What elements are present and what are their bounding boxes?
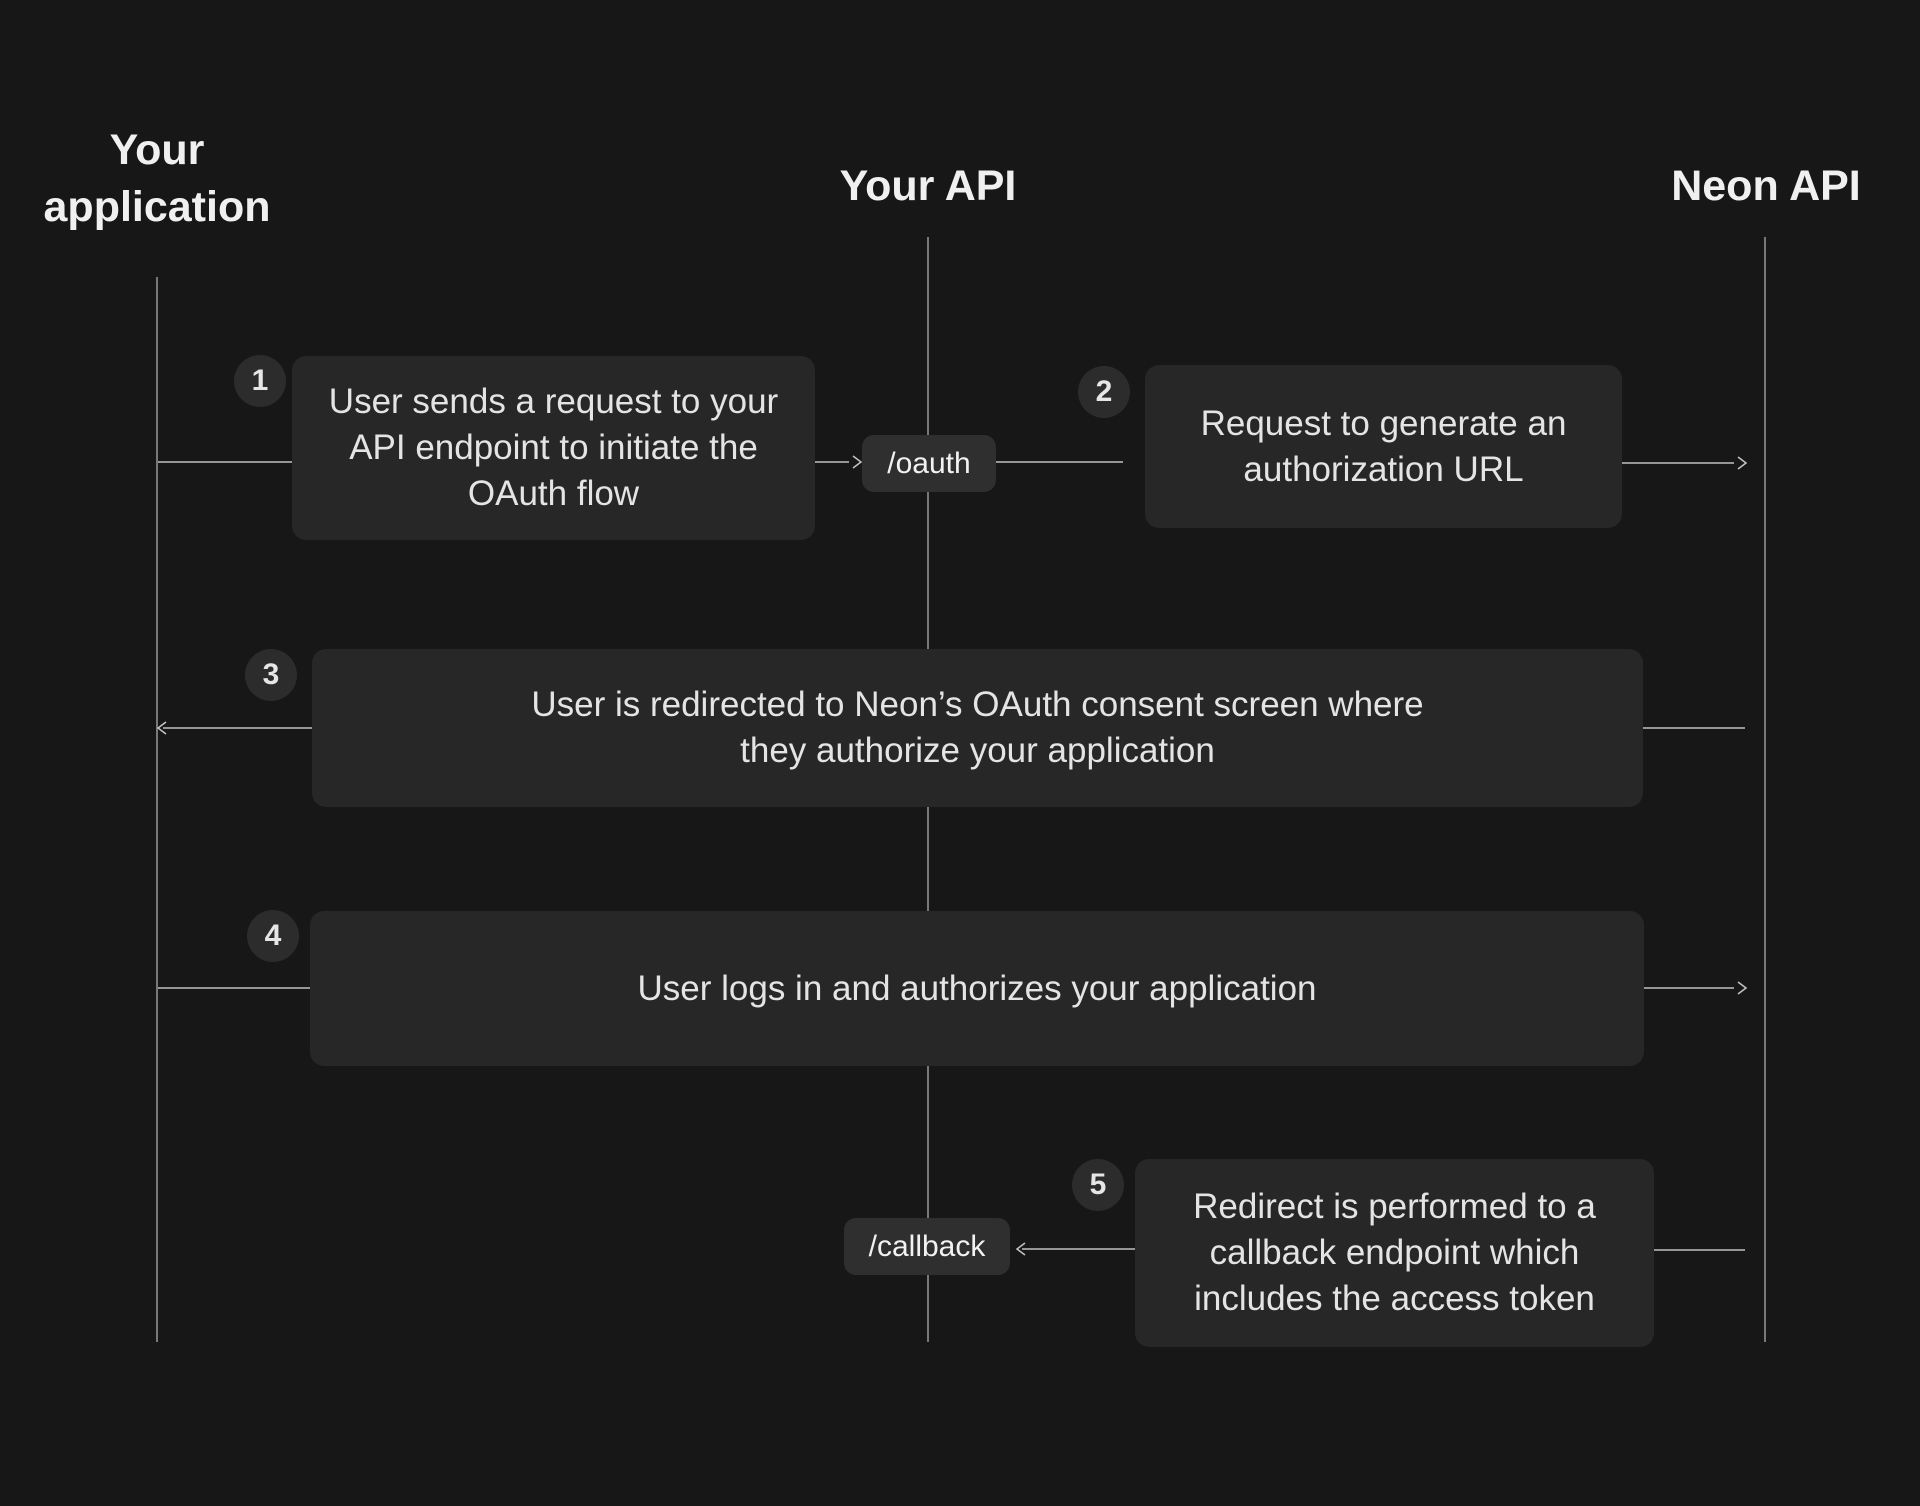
arrowhead-left-icon: [156, 721, 167, 735]
actor-label-your-api: Your API: [839, 162, 1017, 210]
step-4-badge: 4: [247, 910, 299, 962]
step-4-line-left: [158, 987, 310, 989]
step-1-text-line-2: API endpoint to initiate the: [349, 428, 758, 467]
step-2-badge: 2: [1078, 366, 1130, 418]
step-1-badge: 1: [234, 355, 286, 407]
step-2-text-line-2: authorization URL: [1243, 449, 1524, 489]
lifeline-your-application: [156, 277, 158, 1342]
step-2-text-line-1: Request to generate an: [1200, 403, 1567, 443]
step-3-line-arrow: [163, 727, 312, 729]
step-4-text-line-1: User logs in and authorizes your applica…: [637, 968, 1317, 1008]
step-5-line-arrow: [1022, 1248, 1135, 1250]
endpoint-callback-chip: /callback: [844, 1218, 1010, 1275]
step-2-line-arrow: [1622, 462, 1734, 464]
actor-label-neon-api: Neon API: [1671, 162, 1861, 210]
step-2-message-box: Request to generate an authorization URL: [1145, 365, 1622, 528]
arrowhead-right-icon: [1737, 456, 1748, 470]
step-1-line-right: [996, 461, 1123, 463]
step-3-line-right: [1643, 727, 1745, 729]
arrowhead-left-icon: [1015, 1242, 1026, 1256]
lifeline-neon-api: [1764, 237, 1766, 1342]
step-3-text-line-1: User is redirected to Neon’s OAuth conse…: [531, 685, 1424, 724]
step-3-text-line-2: they authorize your application: [740, 731, 1215, 770]
step-4-message-box: User logs in and authorizes your applica…: [310, 911, 1644, 1066]
step-3-message-box: User is redirected to Neon’s OAuth conse…: [312, 649, 1643, 807]
step-5-message-box: Redirect is performed to a callback endp…: [1135, 1159, 1654, 1347]
step-5-badge: 5: [1072, 1159, 1124, 1211]
step-1-line-arrow: [815, 461, 849, 463]
step-5-line-right: [1654, 1249, 1745, 1251]
step-1-line-left: [158, 461, 292, 463]
arrowhead-right-icon: [1737, 981, 1748, 995]
step-4-line-arrow: [1644, 987, 1734, 989]
step-1-message-box: User sends a request to your API endpoin…: [292, 356, 815, 540]
arrowhead-right-icon: [852, 455, 863, 469]
step-1-text-line-3: OAuth flow: [467, 474, 640, 513]
endpoint-oauth-chip: /oauth: [862, 435, 996, 492]
step-5-text-line-2: callback endpoint which: [1209, 1233, 1580, 1272]
step-5-text-line-3: includes the access token: [1194, 1279, 1595, 1318]
step-5-text-line-1: Redirect is performed to a: [1193, 1187, 1596, 1226]
step-1-text-line-1: User sends a request to your: [328, 382, 779, 421]
step-3-badge: 3: [245, 649, 297, 701]
actor-label-your-application: Your application: [43, 126, 271, 231]
